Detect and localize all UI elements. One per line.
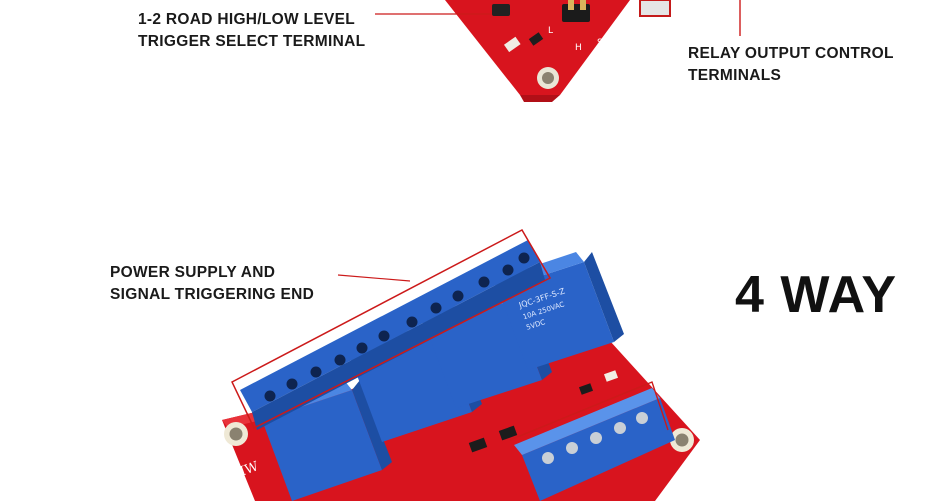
relay-output-line2: TERMINALS xyxy=(688,67,782,84)
power-supply-callout-box xyxy=(231,229,552,430)
input-terminal-strip xyxy=(240,240,545,430)
jumper-label-s1: S1 xyxy=(597,38,608,48)
top-jumper-header xyxy=(492,4,510,16)
top-output-terminal xyxy=(639,0,671,17)
trigger-select-line1: 1-2 ROAD HIGH/LOW LEVEL xyxy=(138,11,356,28)
jumper-label-s2: S2 xyxy=(611,33,622,43)
power-supply-callout-line xyxy=(337,274,411,282)
trigger-select-line2: TRIGGER SELECT TERMINAL xyxy=(138,33,366,50)
output-terminal-strip xyxy=(514,388,675,501)
power-supply-annotation: POWER SUPPLY AND SIGNAL TRIGGERING END xyxy=(110,262,314,306)
jumper-label-h: H xyxy=(575,43,582,53)
output-callout-box xyxy=(509,381,669,441)
relay-output-annotation: RELAY OUTPUT CONTROL TERMINALS xyxy=(688,43,894,87)
power-supply-line1: POWER SUPPLY AND xyxy=(110,264,276,281)
power-supply-line2: SIGNAL TRIGGERING END xyxy=(110,286,315,303)
four-way-relay-board: HW JQC-3FF-S-Z 10A 250VAC 5VDC xyxy=(222,240,700,501)
relay-output-line1: RELAY OUTPUT CONTROL xyxy=(688,45,894,62)
page-title: 4 WAY xyxy=(735,266,898,324)
top-relay-board: L H S1 S2 xyxy=(445,0,671,102)
trigger-select-annotation: 1-2 ROAD HIGH/LOW LEVEL TRIGGER SELECT T… xyxy=(138,9,365,53)
jumper-label-l: L xyxy=(548,26,553,36)
